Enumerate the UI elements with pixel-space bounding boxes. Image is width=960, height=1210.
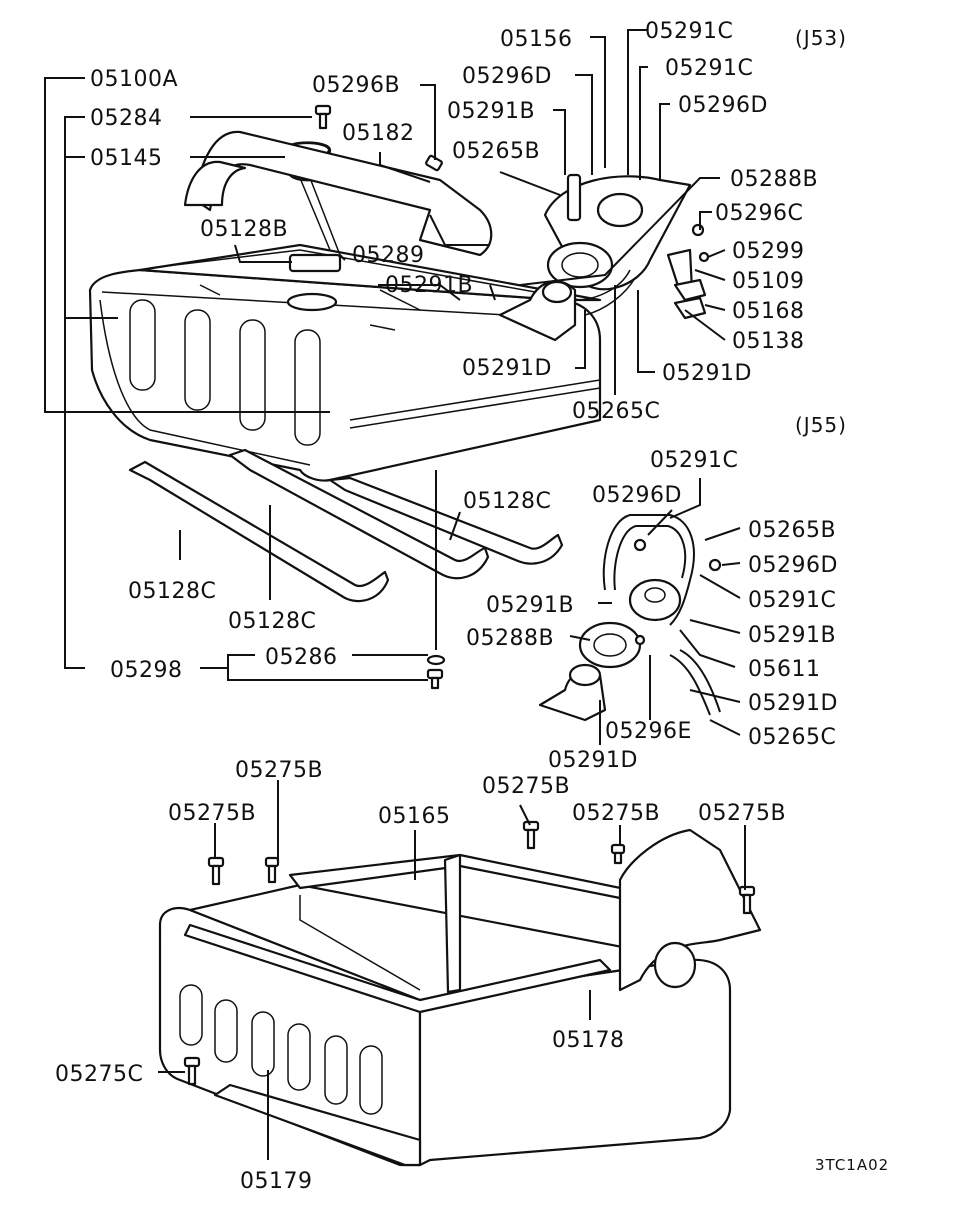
- variant-j53-label: (J53): [795, 26, 847, 50]
- label-05128B: 05128B: [200, 217, 288, 242]
- part-labels: 05100A 05284 05145 05296B 05182 05128B 0…: [55, 19, 889, 1194]
- filler-neck-j55: [538, 514, 722, 722]
- label-05179: 05179: [240, 1169, 313, 1194]
- label-05288B-top: 05288B: [730, 167, 818, 192]
- label-05265B-top: 05265B: [452, 139, 540, 164]
- filler-neck-j53: [498, 173, 692, 342]
- label-05128C-mid: 05128C: [463, 489, 551, 514]
- label-05156: 05156: [500, 27, 573, 52]
- label-05291B-j55b: 05291B: [748, 623, 836, 648]
- label-05182: 05182: [342, 121, 415, 146]
- label-05265B-j55: 05265B: [748, 518, 836, 543]
- label-05128C-left: 05128C: [128, 579, 216, 604]
- label-05296E: 05296E: [605, 719, 692, 744]
- strap-05128C-left: [128, 460, 390, 603]
- label-05284: 05284: [90, 106, 163, 131]
- label-05145: 05145: [90, 146, 163, 171]
- label-05178: 05178: [552, 1028, 625, 1053]
- protector-assembly: [158, 828, 762, 1167]
- label-05275B-e: 05275B: [698, 801, 786, 826]
- label-05275B-b: 05275B: [482, 774, 570, 799]
- drawing-code: 3TC1A02: [815, 1156, 889, 1174]
- label-05265C-top: 05265C: [572, 399, 660, 424]
- label-05296C-top: 05296C: [715, 201, 803, 226]
- label-05289: 05289: [352, 243, 425, 268]
- label-05296D-j55b: 05296D: [748, 553, 838, 578]
- label-05291B-j55: 05291B: [486, 593, 574, 618]
- label-05299: 05299: [732, 239, 805, 264]
- label-05288B-j55: 05288B: [466, 626, 554, 651]
- label-05296B: 05296B: [312, 73, 400, 98]
- label-05291D-b: 05291D: [662, 361, 752, 386]
- label-05275B-a: 05275B: [235, 758, 323, 783]
- strap-05128C-center: [228, 448, 490, 580]
- label-05296D-top: 05296D: [462, 64, 552, 89]
- label-05138: 05138: [732, 329, 805, 354]
- label-05109: 05109: [732, 269, 805, 294]
- label-05275B-c: 05275B: [168, 801, 256, 826]
- label-05291B-top: 05291B: [385, 273, 473, 298]
- label-05275C: 05275C: [55, 1062, 143, 1087]
- label-05291C-j55b: 05291C: [748, 588, 836, 613]
- label-05611: 05611: [748, 657, 821, 682]
- label-05291D-j55: 05291D: [748, 691, 838, 716]
- label-05291C-b: 05291C: [665, 56, 753, 81]
- leader-lines: [44, 29, 746, 1160]
- label-05275B-d: 05275B: [572, 801, 660, 826]
- label-05128C-center: 05128C: [228, 609, 316, 634]
- label-05265C-j55: 05265C: [748, 725, 836, 750]
- label-05291D-j55b: 05291D: [548, 748, 638, 773]
- label-05298: 05298: [110, 658, 183, 683]
- label-05286: 05286: [265, 645, 338, 670]
- label-05291C-a: 05291C: [645, 19, 733, 44]
- variant-j55-label: (J55): [795, 413, 847, 437]
- strap-05128B: [183, 160, 247, 207]
- label-05165: 05165: [378, 804, 451, 829]
- fuel-tank: [88, 243, 602, 482]
- label-05291D-a: 05291D: [462, 356, 552, 381]
- label-05296D-right: 05296D: [678, 93, 768, 118]
- strap-05128C-right: [328, 476, 564, 565]
- label-05291B-b: 05291B: [447, 99, 535, 124]
- bolts: [183, 104, 756, 1086]
- label-05168: 05168: [732, 299, 805, 324]
- bracket-parts-j53: [666, 223, 710, 320]
- label-05291C-j55: 05291C: [650, 448, 738, 473]
- label-05296D-j55: 05296D: [592, 483, 682, 508]
- label-05100A: 05100A: [90, 67, 178, 92]
